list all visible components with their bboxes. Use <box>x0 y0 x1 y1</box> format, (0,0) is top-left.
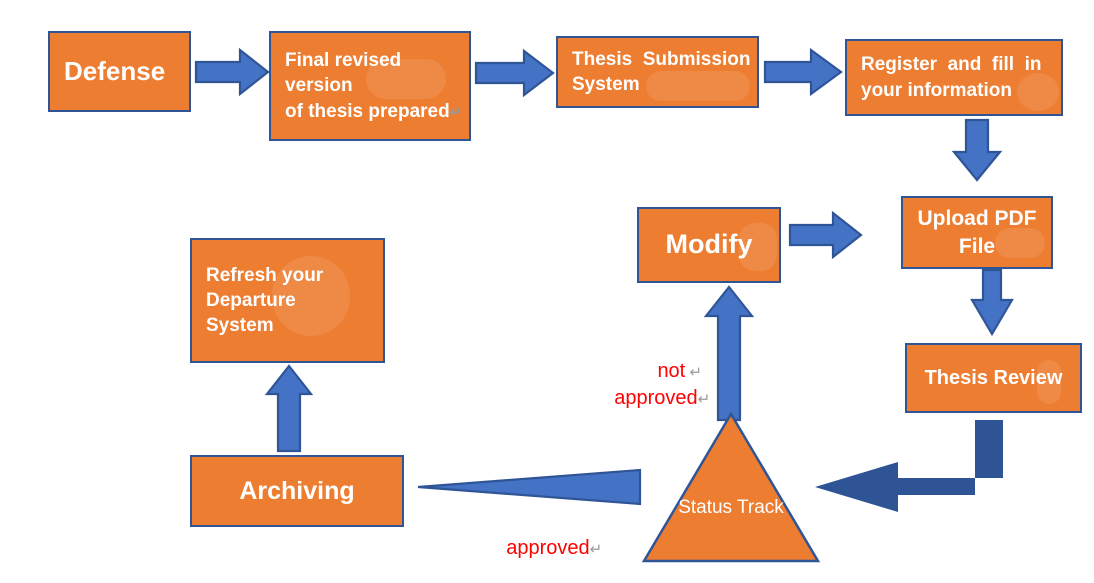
node-status-track-shape <box>641 411 821 563</box>
node-refresh-departure-line-1: Refresh your <box>206 264 324 286</box>
node-modify-label: Modify <box>665 229 753 260</box>
node-upload-pdf-line-1: Upload PDF <box>917 206 1037 230</box>
node-refresh-departure-line-3: System <box>206 315 274 337</box>
node-thesis-review[interactable]: Thesis Review <box>905 343 1082 413</box>
node-register-line-1: Register and fill in <box>861 54 1042 76</box>
arrow-modify-to-upload-pdf <box>788 210 863 260</box>
arrow-status-track-to-modify <box>703 285 755 422</box>
node-upload-pdf-line-2: File <box>958 234 996 258</box>
node-archiving[interactable]: Archiving <box>190 455 404 527</box>
node-final-revised-line-2: version <box>285 75 353 97</box>
return-mark-icon: ↵ <box>697 391 711 408</box>
arrow-upload-pdf-to-thesis-review <box>970 268 1014 337</box>
node-submission-system-line-1: Thesis Submission <box>572 48 751 70</box>
return-mark-icon: ↵ <box>589 541 603 558</box>
edge-label-not-approved-line-1: not ↵ <box>657 360 702 382</box>
node-defense[interactable]: Defense <box>48 31 191 112</box>
node-upload-pdf[interactable]: Upload PDF File <box>901 196 1053 269</box>
node-submission-system-line-2: System <box>572 74 640 95</box>
node-thesis-review-label: Thesis Review <box>924 366 1063 389</box>
arrow-submission-system-to-register <box>763 47 843 97</box>
arrow-thesis-review-to-status-track <box>815 420 1003 512</box>
arrow-defense-to-final-revised <box>194 47 270 97</box>
node-final-revised-line-1: Final revised <box>285 50 402 72</box>
edge-label-approved: approved↵ <box>484 508 602 583</box>
node-register[interactable]: Register and fill in your information <box>845 39 1063 116</box>
arrow-archiving-to-refresh-departure <box>264 364 314 453</box>
arrow-final-revised-to-submission-system <box>474 48 555 98</box>
arrow-register-to-upload-pdf <box>951 118 1003 182</box>
edge-label-not-approved: not ↵ approved↵ <box>592 331 710 439</box>
node-final-revised[interactable]: Final revised version of thesis prepared… <box>269 31 471 141</box>
arrow-status-track-to-archiving <box>417 468 642 506</box>
node-status-track-line-1: Status <box>678 497 733 518</box>
edge-label-approved-text: approved <box>506 537 590 559</box>
edge-label-not-approved-line-2: approved↵ <box>614 387 711 409</box>
node-submission-system[interactable]: Thesis Submission System <box>556 36 759 108</box>
return-mark-icon: ↵ <box>449 103 463 121</box>
return-mark-icon: ↵ <box>685 364 702 381</box>
node-refresh-departure[interactable]: Refresh your Departure System <box>190 238 385 363</box>
node-refresh-departure-line-2: Departure <box>206 289 296 311</box>
node-archiving-label: Archiving <box>239 476 355 505</box>
node-status-track-label[interactable]: Status Track <box>651 494 811 522</box>
node-status-track-line-2: Track <box>737 497 784 518</box>
node-modify[interactable]: Modify <box>637 207 781 283</box>
node-defense-label: Defense <box>64 56 166 87</box>
node-final-revised-line-3: of thesis prepared↵ <box>285 100 463 122</box>
highlight-blob <box>995 228 1045 258</box>
node-register-line-2: your information <box>861 79 1012 101</box>
